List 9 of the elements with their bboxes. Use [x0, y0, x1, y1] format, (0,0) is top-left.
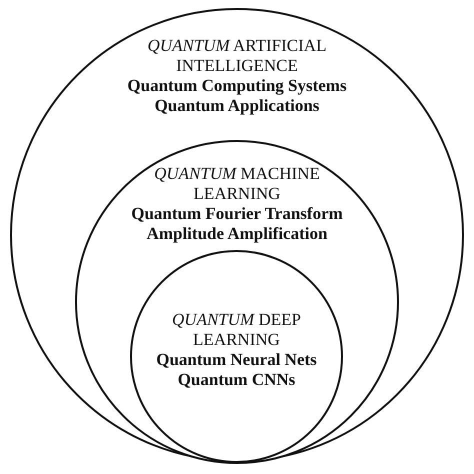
circle-heading: QUANTUM DEEP LEARNING: [171, 310, 302, 350]
list-item: Amplitude Amplification: [146, 224, 328, 244]
list-item: Quantum CNNs: [178, 370, 296, 390]
circle-heading: QUANTUM ARTIFICIAL INTELLIGENCE: [146, 36, 328, 76]
list-item: Quantum Neural Nets: [156, 350, 317, 370]
list-item: Quantum Fourier Transform: [131, 204, 343, 224]
circle-heading: QUANTUM MACHINE LEARNING: [153, 164, 321, 204]
list-item: Quantum Applications: [154, 96, 320, 116]
list-item: Quantum Computing Systems: [127, 76, 347, 96]
